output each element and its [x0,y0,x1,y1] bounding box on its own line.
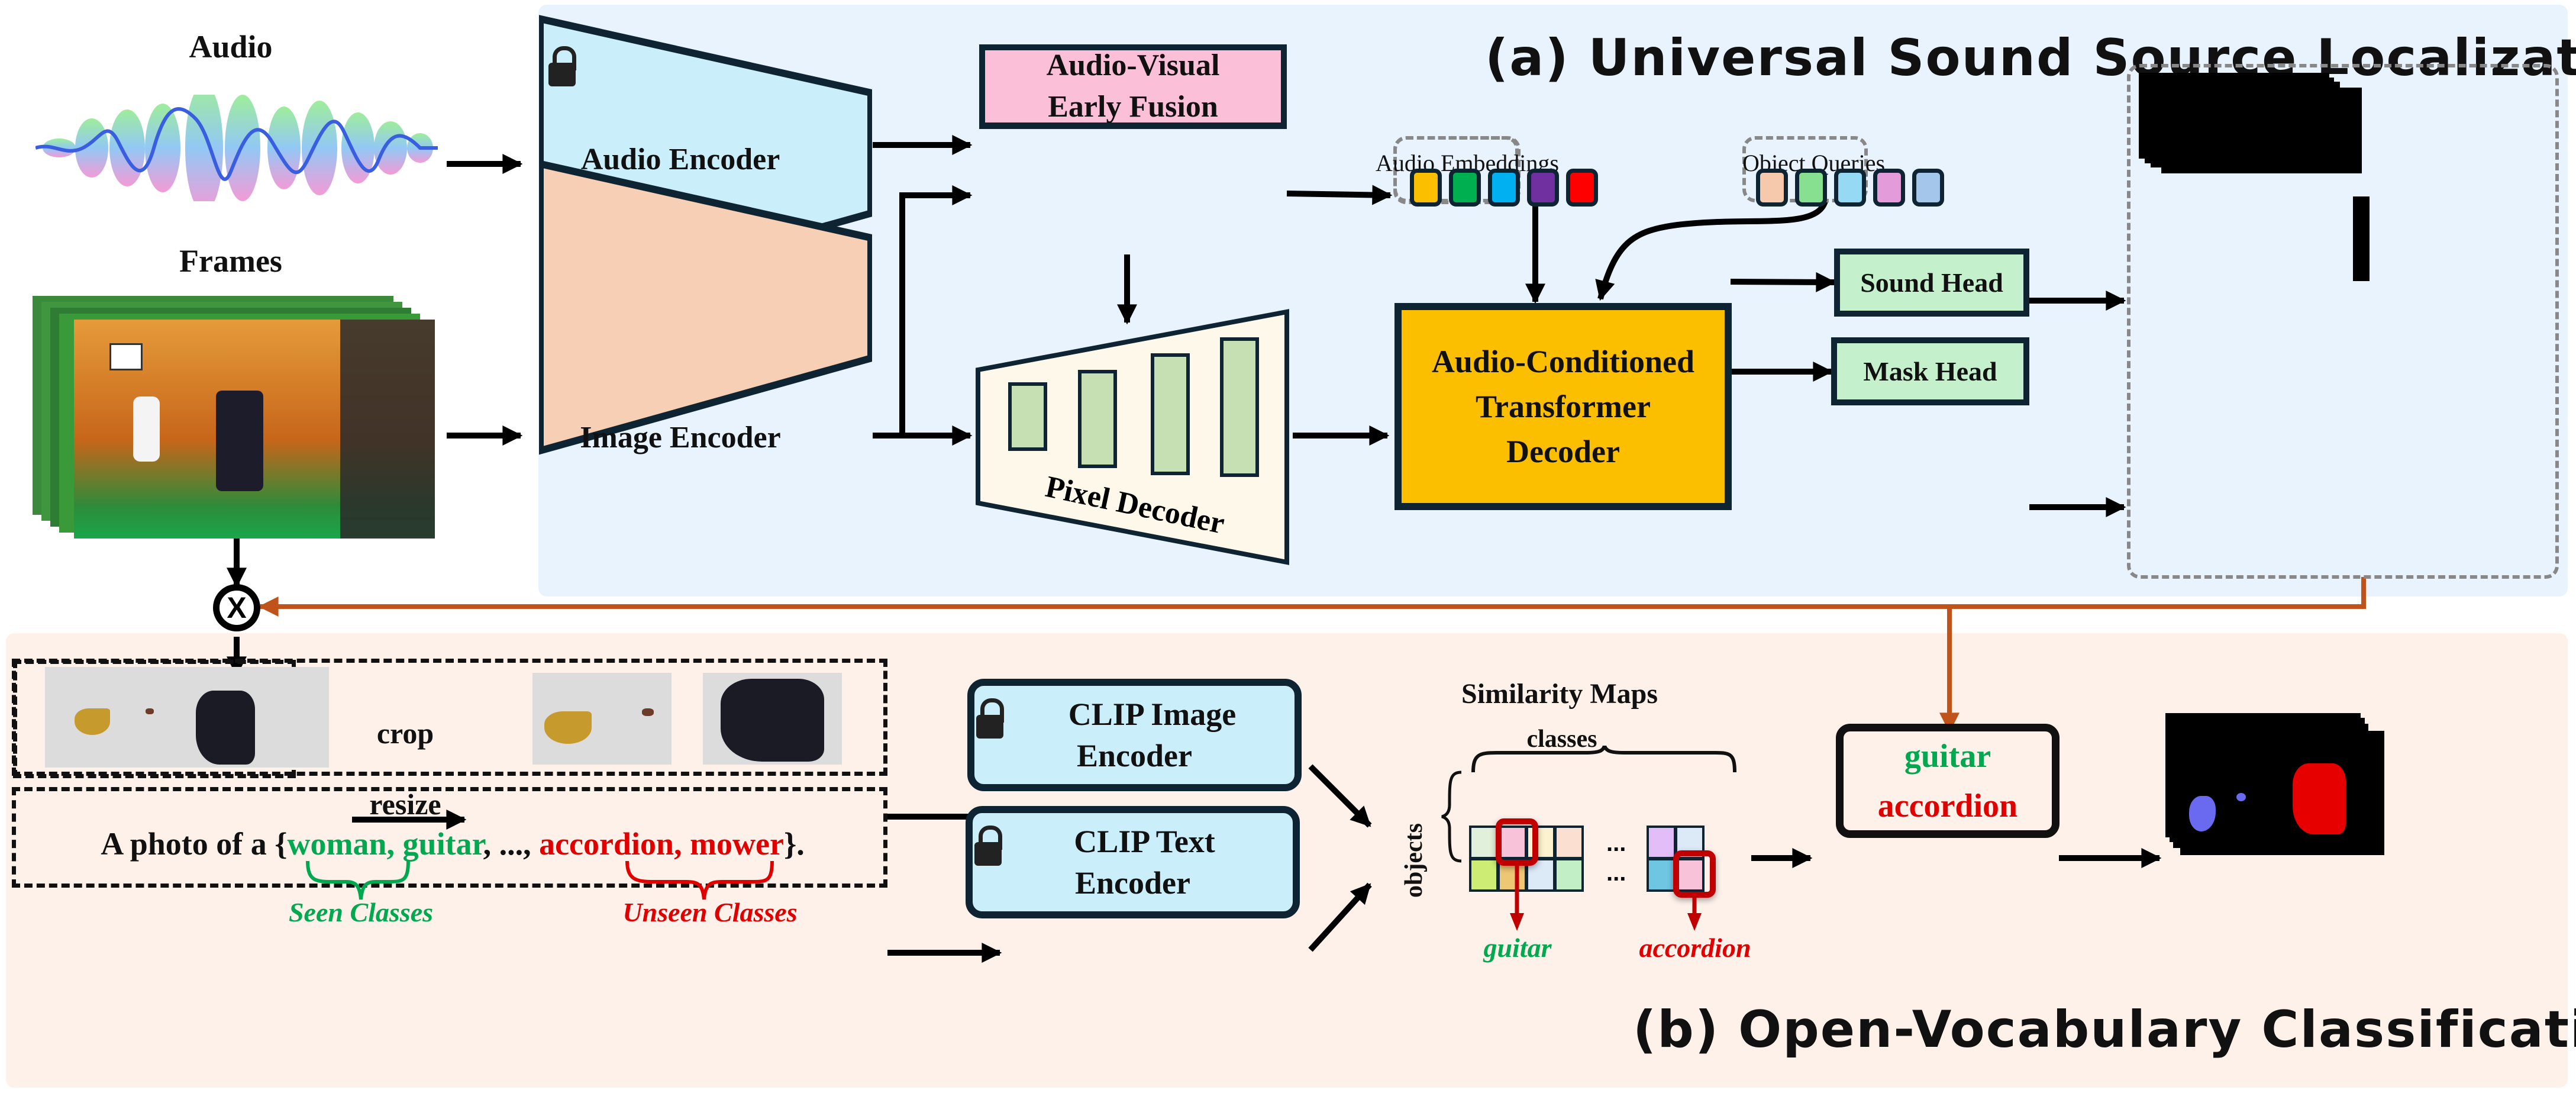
similarity-cell [1554,826,1584,859]
object-query-token [1756,169,1788,207]
image-encoder [539,160,872,455]
audio-label: Audio [189,29,273,65]
crop-label: crop [376,717,434,750]
masked-frame-image [45,667,329,768]
guitar-segment [75,708,110,735]
object-query-token [1834,169,1866,207]
multiply-node: X [213,584,260,631]
result-guitar: guitar [1904,737,1991,775]
text-prompt-box [12,787,887,888]
class-braces [306,860,774,900]
seen-brace [306,860,410,900]
video-frame [74,320,435,539]
cropped-accordion-image [703,673,842,765]
object-query-tokens [1756,169,2064,216]
clip-text-encoder: CLIP Text Encoder [966,806,1300,918]
pick-guitar-label: guitar [1483,933,1552,963]
clip-text-label-line2: Encoder [1075,865,1190,901]
object-query-token [1795,169,1827,207]
fusion-label-line2: Early Fusion [1048,90,1218,124]
clip-image-encoder: CLIP Image Encoder [967,679,1302,791]
image-encoder-label: Image Encoder [580,421,781,454]
panel-a-title: (a) Universal Sound Source Localization [1485,28,2576,88]
similarity-cell [1554,858,1584,892]
lock-icon-clip-image [975,698,1005,740]
sound-head: Sound Head [1834,249,2029,317]
classes-brace [1471,746,1736,773]
clip-text-label-line1: CLIP Text [1074,824,1215,859]
audio-embedding-token [1410,169,1442,207]
audio-embedding-token [1488,169,1520,207]
audio-visual-early-fusion: Audio-Visual Early Fusion [979,44,1287,128]
unseen-brace [625,860,774,900]
guitar-highlight [1496,818,1538,866]
prompt-seen-classes: woman, guitar [287,826,483,862]
objects-brace [1441,770,1462,863]
video-frames-stack [33,296,435,539]
object-query-token [1912,169,1944,207]
pick-arrows [1510,866,1702,931]
text-prompt: A photo of a {woman, guitar, ..., accord… [21,826,885,862]
similarity-cell [1675,858,1705,892]
similarity-cell [1469,826,1499,859]
audio-embedding-token [1527,169,1559,207]
accordion-highlight [1673,850,1716,898]
audio-waveform-icon [35,95,438,201]
audio-embedding-tokens [1410,169,1718,216]
audio-encoder-label: Audio Encoder [580,143,780,176]
pixel-decoder-layer-3 [1151,353,1190,475]
ellipsis-row-1: ... [1606,830,1626,856]
pixel-decoder: Pixel Decoder [976,309,1289,565]
decoder-label-line3: Decoder [1506,434,1620,469]
output-mask [2180,731,2384,855]
output-mask-stack [2165,713,2384,855]
accordion-mask-region [2293,763,2346,834]
decoder-label-line2: Transformer [1476,389,1651,424]
lock-icon-clip-text [973,826,1003,867]
audio-embedding-token [1566,169,1598,207]
seen-classes-label: Seen Classes [288,897,434,927]
similarity-cell [1469,858,1499,892]
decoder-label-line1: Audio-Conditioned [1431,344,1695,379]
similarity-ellipsis: ... ... [1606,828,1626,888]
prompt-unseen-classes: accordion, mower [539,826,784,862]
unseen-classes-label: Unseen Classes [622,897,798,927]
result-accordion: accordion [1877,787,2018,824]
frames-label: Frames [179,243,282,279]
pixel-decoder-layer-4 [1220,337,1259,477]
prompt-mid: , ..., [483,826,531,862]
ellipsis-row-2: ... [1606,860,1626,886]
objects-axis-label: objects [1400,823,1428,898]
pixel-decoder-layer-1 [1008,382,1047,451]
fusion-label-line1: Audio-Visual [1046,49,1220,82]
object-query-token [1873,169,1905,207]
accordion-segment [196,691,255,765]
masked-crops-box [12,659,887,776]
clip-image-label-line1: CLIP Image [1068,697,1237,732]
prompt-prefix: A photo of a { [101,826,288,862]
predicted-masks-group [2127,64,2559,579]
similarity-maps-title: Similarity Maps [1461,678,1658,710]
mask-head-label: Mask Head [1863,356,1997,386]
clip-image-label-line2: Encoder [1077,738,1192,773]
similarity-cell [1647,826,1676,859]
resize-label: resize [369,788,441,821]
sound-mask-output [2139,73,2361,173]
classification-result-box: guitar accordion [1836,724,2059,838]
pick-accordion-label: accordion [1639,933,1751,963]
audio-conditioned-transformer-decoder: Audio-Conditioned Transformer Decoder [1394,303,1732,510]
classes-axis-label: classes [1526,726,1597,753]
guitar-mask-region [2189,796,2216,831]
mask-head: Mask Head [1831,337,2029,405]
sound-head-label: Sound Head [1860,267,2003,298]
cropped-guitar-image [532,673,672,765]
lock-icon-audio-encoder [547,46,577,88]
audio-embedding-token [1449,169,1481,207]
prompt-suffix: }. [783,826,805,862]
panel-b-title: (b) Open-Vocabulary Classification [1633,1000,2576,1059]
pixel-decoder-layer-2 [1078,370,1117,468]
